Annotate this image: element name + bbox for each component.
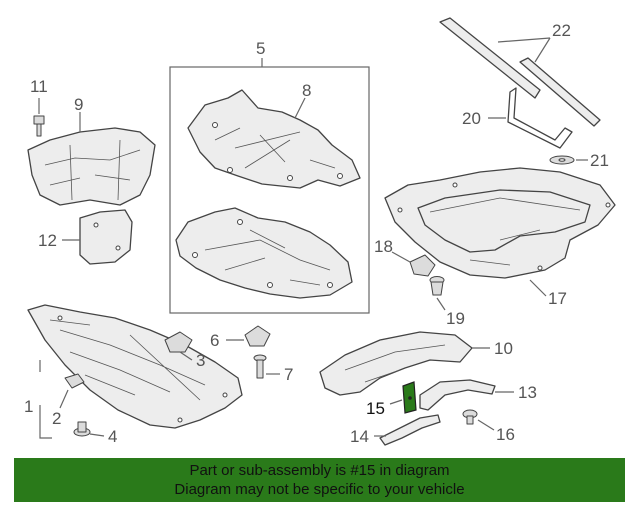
part-2-clip[interactable] (64, 373, 85, 389)
part-12-plate[interactable] (79, 209, 133, 265)
leader-15 (389, 399, 403, 405)
callout-4[interactable]: 4 (108, 427, 117, 446)
callout-15[interactable]: 15 (366, 399, 385, 418)
part-5-lower-shield[interactable] (175, 207, 353, 299)
leader-1 (39, 360, 52, 439)
part-13-bracket[interactable] (419, 379, 496, 411)
part-19-grommet[interactable] (429, 276, 445, 296)
info-banner: Part or sub-assembly is #15 in diagram D… (14, 458, 625, 502)
leader-3 (179, 351, 193, 361)
part-15-clip-highlighted[interactable] (402, 381, 417, 414)
callout-5[interactable]: 5 (256, 39, 265, 58)
banner-line-2: Diagram may not be specific to your vehi… (174, 481, 465, 498)
callout-19[interactable]: 19 (446, 309, 465, 328)
callout-21[interactable]: 21 (590, 151, 609, 170)
leader-16 (477, 419, 495, 431)
callout-7[interactable]: 7 (284, 365, 293, 384)
callout-18[interactable]: 18 (374, 237, 393, 256)
callout-20[interactable]: 20 (462, 109, 481, 128)
part-6-clip[interactable] (244, 325, 271, 347)
callout-6[interactable]: 6 (210, 331, 219, 350)
part-21-washer[interactable] (549, 155, 575, 165)
callout-12[interactable]: 12 (38, 231, 57, 250)
part-8-shield[interactable] (187, 89, 361, 189)
callout-1[interactable]: 1 (24, 397, 33, 416)
leader-18 (391, 251, 411, 263)
leader-17 (529, 279, 547, 297)
callout-22[interactable]: 22 (552, 21, 571, 40)
callout-2[interactable]: 2 (52, 409, 61, 428)
callout-14[interactable]: 14 (350, 427, 369, 446)
part-22-rails[interactable] (439, 17, 601, 127)
banner-line-1: Part or sub-assembly is #15 in diagram (189, 462, 450, 479)
callout-17[interactable]: 17 (548, 289, 567, 308)
part-7-bolt[interactable] (253, 354, 267, 379)
part-1-front-shield[interactable] (27, 304, 243, 429)
callout-11[interactable]: 11 (30, 77, 48, 96)
leader-4 (89, 433, 105, 437)
part-4-screw[interactable] (73, 421, 91, 437)
callout-16[interactable]: 16 (496, 425, 515, 444)
part-10-duct[interactable] (319, 331, 473, 396)
part-20-bracket[interactable] (507, 87, 573, 149)
part-9-bracket[interactable] (27, 127, 156, 206)
part-11-bolt[interactable] (33, 115, 45, 137)
callout-10[interactable]: 10 (494, 339, 513, 358)
part-17-frame[interactable] (384, 167, 616, 279)
callout-8[interactable]: 8 (302, 81, 311, 100)
leader-8 (294, 97, 306, 119)
leader-22 (497, 37, 551, 63)
part-16-screw[interactable] (462, 409, 478, 425)
part-18-clip[interactable] (409, 254, 436, 277)
leader-19 (436, 297, 446, 311)
callout-13[interactable]: 13 (518, 383, 537, 402)
callout-9[interactable]: 9 (74, 95, 83, 114)
leader-2 (59, 389, 69, 409)
part-3-clip[interactable] (164, 331, 193, 353)
part-14-bracket[interactable] (379, 414, 441, 446)
assembly-5-box (169, 66, 370, 314)
callout-3[interactable]: 3 (196, 351, 205, 370)
